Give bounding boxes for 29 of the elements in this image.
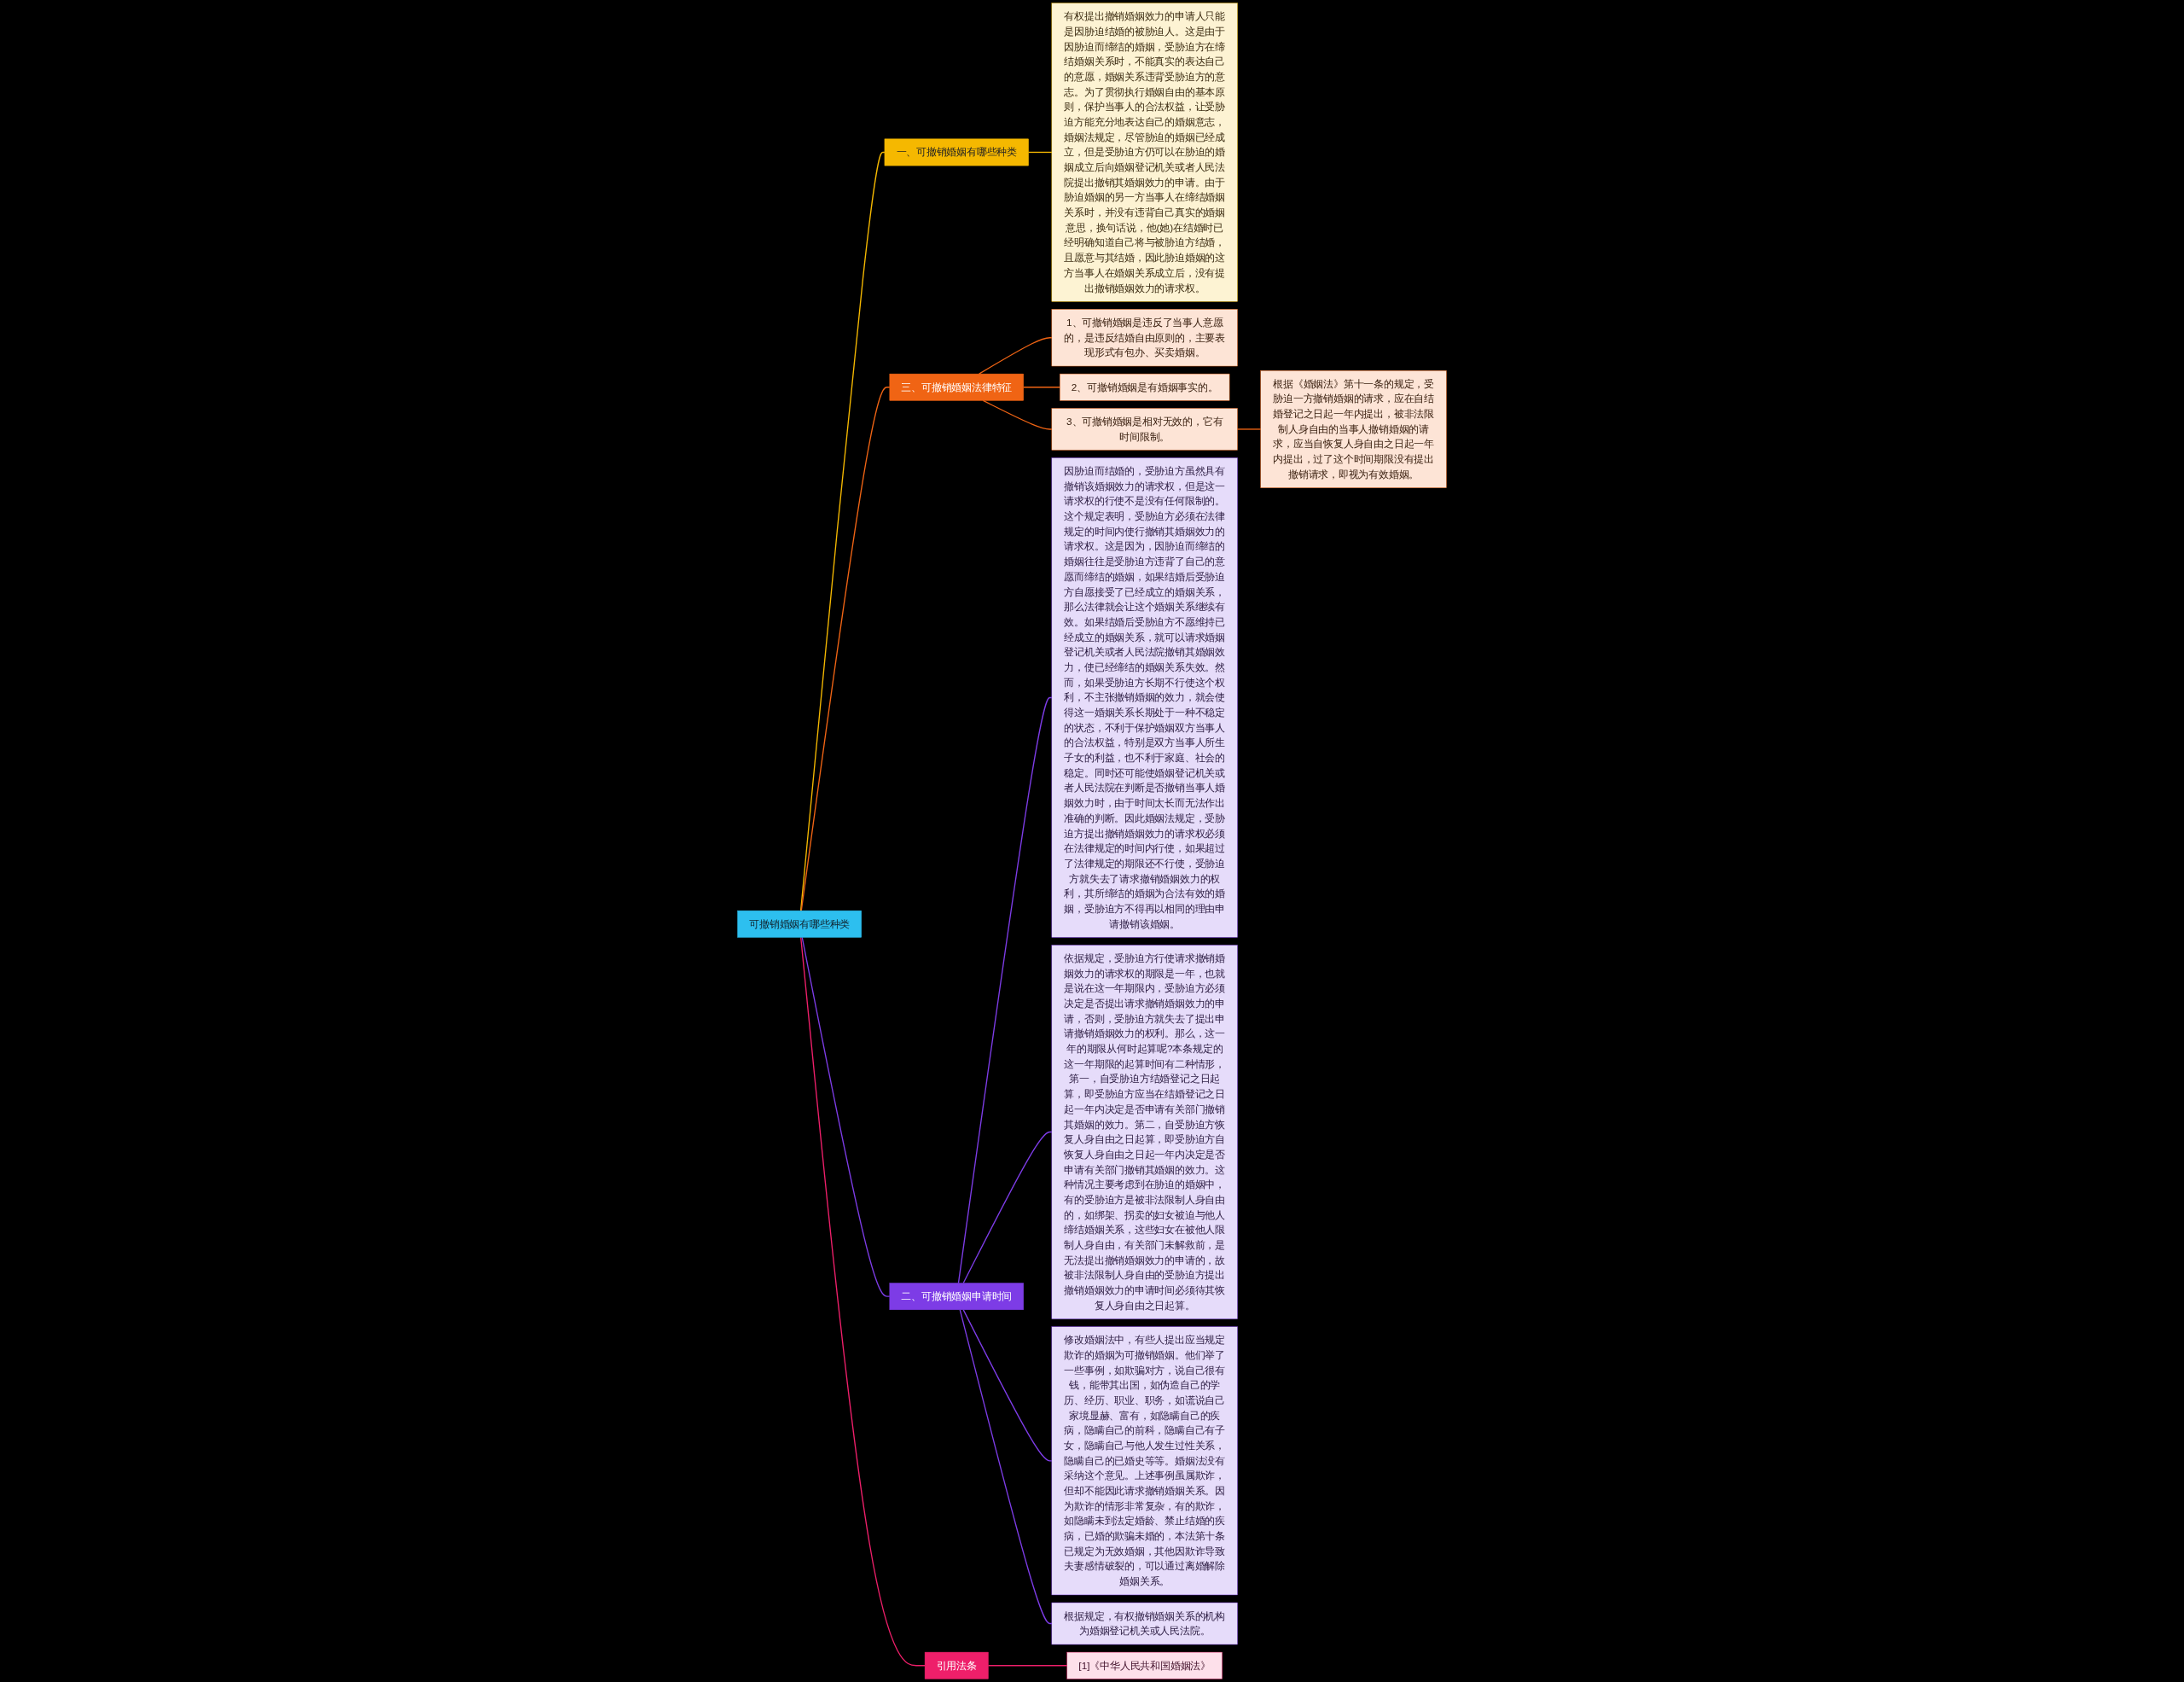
node-box xyxy=(1260,370,1447,488)
node-box xyxy=(924,1651,989,1679)
node-box xyxy=(889,373,1024,401)
node-box xyxy=(737,910,862,938)
connector xyxy=(982,399,1053,430)
connector xyxy=(959,1309,1053,1625)
connector xyxy=(962,1309,1053,1462)
node-box xyxy=(1051,3,1238,302)
node-box xyxy=(1066,1651,1223,1679)
node-box xyxy=(1051,408,1238,451)
node-box xyxy=(1051,1326,1238,1596)
connector xyxy=(1027,151,1053,154)
node-box xyxy=(1051,309,1238,367)
connector xyxy=(987,1665,1068,1667)
connector xyxy=(799,151,886,911)
node-box xyxy=(1051,1602,1238,1645)
connector xyxy=(800,387,891,911)
node-box xyxy=(1060,373,1230,401)
connector xyxy=(1023,387,1060,388)
connector xyxy=(957,696,1053,1284)
node-box xyxy=(889,1283,1024,1311)
node-box xyxy=(1051,457,1238,938)
connector xyxy=(962,1131,1053,1284)
connector xyxy=(979,337,1053,375)
connector xyxy=(800,936,926,1667)
node-box xyxy=(884,138,1029,166)
connector xyxy=(1236,428,1262,430)
connector xyxy=(801,936,891,1297)
node-box xyxy=(1051,945,1238,1319)
